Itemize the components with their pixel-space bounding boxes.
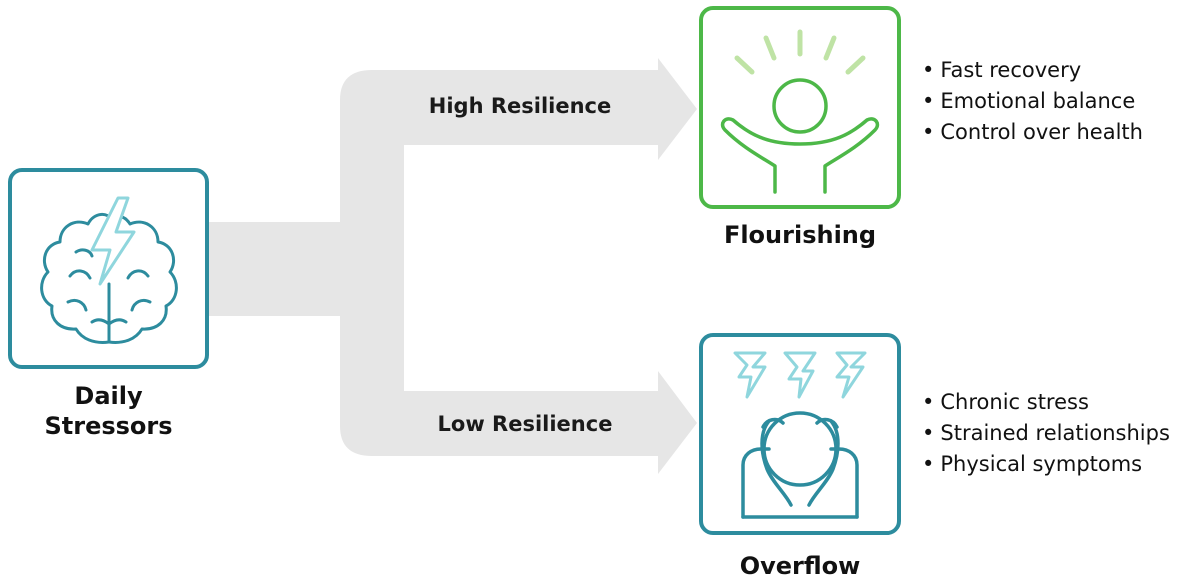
daily-stressors-box <box>8 168 209 369</box>
list-item: Strained relationships <box>922 418 1170 449</box>
daily-stressors-caption-line1: Daily <box>74 382 143 410</box>
high-resilience-arrow <box>340 58 697 316</box>
list-item: Physical symptoms <box>922 449 1170 480</box>
low-resilience-arrow <box>340 222 697 474</box>
overflow-caption: Overflow <box>739 552 861 580</box>
list-item: Chronic stress <box>922 387 1170 418</box>
high-resilience-label: High Resilience <box>428 94 612 118</box>
daily-stressors-caption-line2: Stressors <box>44 412 173 440</box>
overflow-box <box>699 333 901 535</box>
flourishing-bullet-list: Fast recovery Emotional balance Control … <box>922 55 1143 148</box>
person-holding-head-icon <box>733 351 867 519</box>
person-arms-raised-icon <box>720 29 880 194</box>
flourishing-box <box>699 6 901 209</box>
overflow-bullet-list: Chronic stress Strained relationships Ph… <box>922 387 1170 480</box>
list-item: Control over health <box>922 117 1143 148</box>
list-item: Emotional balance <box>922 86 1143 117</box>
low-resilience-label: Low Resilience <box>437 412 613 436</box>
brain-lightning-icon <box>40 196 178 344</box>
list-item: Fast recovery <box>922 55 1143 86</box>
flourishing-caption: Flourishing <box>723 221 877 249</box>
daily-stressors-caption: Daily Stressors <box>8 381 209 441</box>
